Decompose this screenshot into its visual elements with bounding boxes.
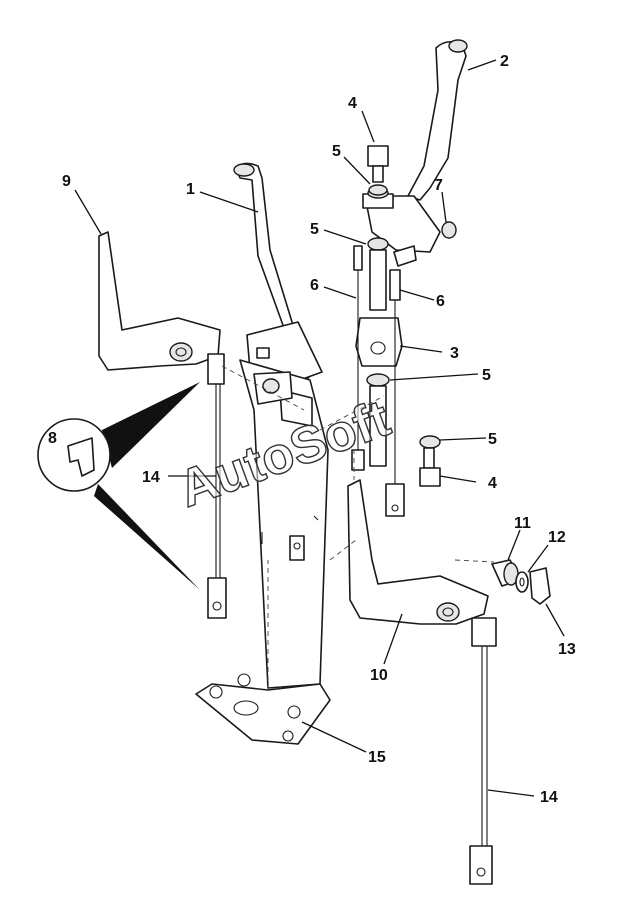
- callout-2: 2: [500, 53, 509, 70]
- callout-6-left: 6: [310, 277, 319, 294]
- callout-3: 3: [450, 345, 459, 362]
- callout-15: 15: [368, 749, 386, 766]
- callout-8: 8: [48, 430, 57, 447]
- callout-11: 11: [514, 515, 531, 532]
- pedestal-15: [195, 359, 331, 745]
- rod-14-left: [207, 353, 227, 619]
- detail-bubble-clip-8: [37, 382, 200, 590]
- callout-4-upper: 4: [348, 95, 357, 112]
- assembly-dashed-lines: [221, 365, 495, 690]
- callout-1: 1: [186, 181, 195, 198]
- clip-13: [529, 567, 551, 605]
- pedal-arm-1: [233, 162, 323, 381]
- callout-5-top: 5: [332, 143, 341, 160]
- pedal-arm-9: [98, 231, 221, 371]
- callout-6-right: 6: [436, 293, 445, 310]
- callout-14-left: 14: [142, 469, 160, 486]
- bolt-4-lower: [419, 435, 441, 487]
- callout-12: 12: [548, 529, 566, 546]
- pedal-arm-10: [347, 479, 489, 625]
- pivot-shaft: [355, 145, 417, 467]
- callout-labels: 1 2 3 4 4 5 5 5 5 6 6 7 8 9 10 11 12 13 …: [48, 53, 576, 806]
- callout-5-middle: 5: [310, 221, 319, 238]
- rod-14-right: [469, 617, 497, 885]
- leader-lines: [74, 59, 565, 797]
- callout-13: 13: [558, 641, 576, 658]
- pedal-arm-2: [364, 39, 468, 253]
- callout-9: 9: [62, 173, 71, 190]
- callout-10: 10: [370, 667, 388, 684]
- callout-14-right: 14: [540, 789, 558, 806]
- callout-5-lower: 5: [488, 431, 497, 448]
- callout-4-lower: 4: [488, 475, 497, 492]
- washer-12: [515, 571, 529, 593]
- callout-5-right: 5: [482, 367, 491, 384]
- tie-rods-6: [351, 245, 405, 517]
- callout-7: 7: [434, 177, 443, 194]
